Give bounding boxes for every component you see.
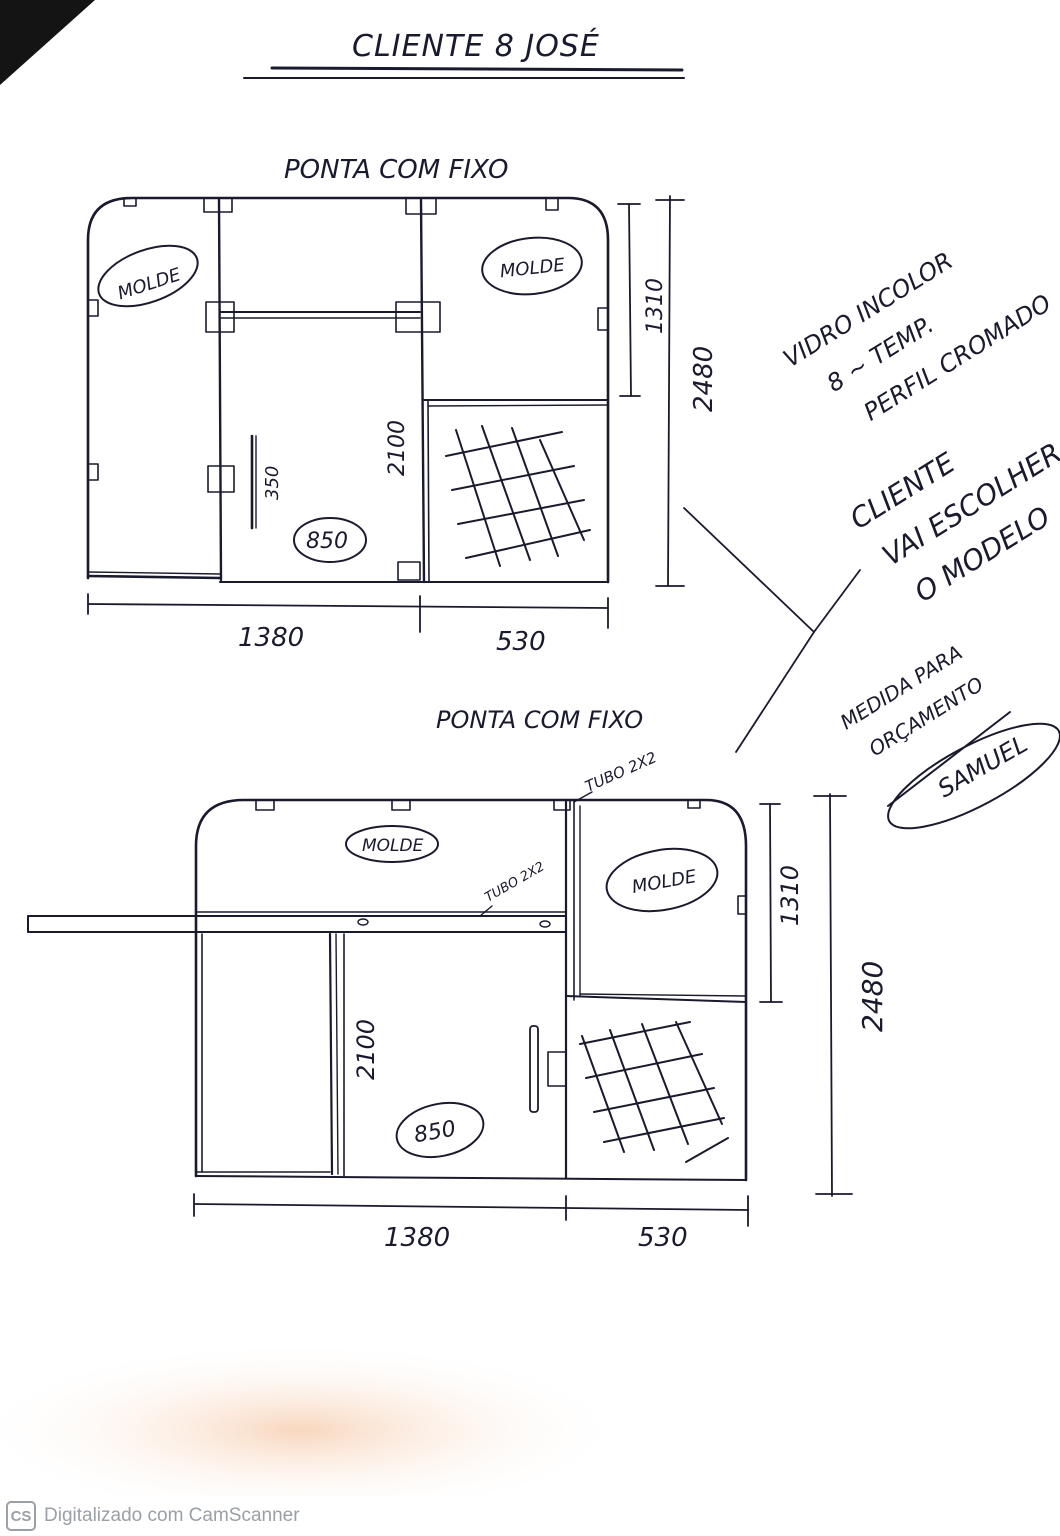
bottom-tube-label-mid: TUBO 2X2 <box>483 859 548 905</box>
bottom-side-split-2 <box>579 993 747 997</box>
top-clamp <box>395 301 441 333</box>
top-clamp <box>203 197 233 213</box>
bottom-molde-right-label: MOLDE <box>630 866 698 898</box>
bottom-frame <box>194 798 748 1182</box>
top-divider-2 <box>419 198 426 584</box>
top-title: PONTA COM FIXO <box>284 155 508 185</box>
top-width-side-label: 530 <box>496 627 546 657</box>
top-floor-line <box>86 574 222 580</box>
bottom-door-width-label: 850 <box>412 1116 458 1148</box>
bottom-molde-left-label: MOLDE <box>362 836 424 856</box>
leader-line <box>683 507 815 633</box>
bottom-dim-width <box>193 1203 749 1211</box>
top-width-main-label: 1380 <box>238 623 304 653</box>
top-height-total-label: 2480 <box>689 346 719 412</box>
bottom-glass-pattern <box>579 1021 729 1163</box>
drawing-bottom: PONTA COM FIXO TUBO 2X2 TUBO 2X2 <box>27 706 889 1253</box>
top-clamp <box>397 561 421 581</box>
scan-corner-shadow <box>0 0 95 85</box>
top-glass-pattern <box>445 425 591 567</box>
scanner-watermark-text: Digitalizado com CamScanner <box>44 1505 300 1526</box>
top-clamp <box>545 197 559 211</box>
bottom-panel-edge <box>335 933 339 1175</box>
signature-underline <box>887 711 1011 807</box>
bottom-dim-1310 <box>769 803 772 1003</box>
leader-line <box>813 569 861 633</box>
scanner-footer: CS Digitalizado com CamScanner <box>0 1496 1060 1536</box>
top-door-width-oval <box>293 517 367 563</box>
bottom-molde-right-oval <box>605 847 719 913</box>
top-clamp <box>205 301 235 333</box>
drawing-top: PONTA COM FIXO MOLDE <box>86 155 719 657</box>
top-clamp <box>87 463 99 481</box>
bottom-width-main-label: 1380 <box>384 1223 450 1253</box>
bottom-rail-roller <box>357 918 369 926</box>
client-title: CLIENTE 8 JOSÉ <box>352 28 600 64</box>
bottom-panel-edge <box>328 932 334 1176</box>
light-smudge <box>0 1340 630 1520</box>
bottom-clamp <box>687 799 701 809</box>
top-door-width-label: 850 <box>306 529 348 554</box>
bottom-side-split <box>565 995 747 1003</box>
bottom-rail <box>27 915 567 933</box>
leader-line <box>735 631 815 753</box>
signature-text: SAMUEL <box>933 730 1032 803</box>
bottom-height-fixed-label: 1310 <box>776 865 804 926</box>
top-clamp <box>207 465 235 493</box>
top-clamp <box>405 197 437 215</box>
bottom-door-width-oval <box>395 1101 485 1159</box>
bottom-clamp <box>553 799 571 811</box>
bottom-clamp <box>737 895 747 915</box>
top-divider-1 <box>217 198 223 582</box>
top-height-door-label: 2100 <box>385 420 410 476</box>
top-dim-2480 <box>667 195 671 587</box>
top-handle-label: 350 <box>262 466 283 500</box>
top-frame <box>86 196 610 584</box>
top-clamp <box>87 299 99 317</box>
bottom-height-door-label: 2100 <box>352 1019 380 1080</box>
top-clamp <box>597 307 609 331</box>
top-clamp <box>123 197 137 207</box>
bottom-clamp <box>255 799 275 811</box>
bottom-width-side-label: 530 <box>638 1223 688 1253</box>
notes-client: CLIENTE VAI ESCOLHER O MODELO <box>844 436 1060 609</box>
camscanner-logo-icon: CS <box>6 1501 36 1531</box>
bottom-height-total-label: 2480 <box>856 961 889 1032</box>
bottom-molde-left-oval <box>345 825 439 863</box>
bottom-tube-mid-leader <box>479 905 493 917</box>
top-floor-double <box>87 571 221 575</box>
notes-spec: VIDRO INCOLOR 8 ~ TEMP. PERFIL CROMADO <box>778 247 1056 427</box>
top-molde-right-label: MOLDE <box>499 255 566 283</box>
top-dim-1310 <box>628 203 632 397</box>
bottom-rail-roller <box>539 920 551 928</box>
bottom-clamp <box>391 799 411 811</box>
top-molde-left-oval <box>97 244 199 308</box>
bottom-door-handle <box>529 1025 539 1113</box>
top-dim-width <box>87 603 609 609</box>
top-divider-3 <box>427 399 430 583</box>
top-side-split-2 <box>427 404 609 407</box>
bottom-clamp <box>547 1051 567 1087</box>
bottom-floor <box>195 1175 747 1181</box>
title-underline-1 <box>270 66 684 72</box>
bottom-tube-label-top: TUBO 2X2 <box>582 748 659 796</box>
top-molde-right-oval <box>481 236 583 296</box>
bottom-title: PONTA COM FIXO <box>436 706 643 734</box>
top-molde-left-label: MOLDE <box>115 264 184 304</box>
top-height-fixed-label: 1310 <box>643 278 668 334</box>
bottom-dim-2480 <box>829 793 833 1197</box>
